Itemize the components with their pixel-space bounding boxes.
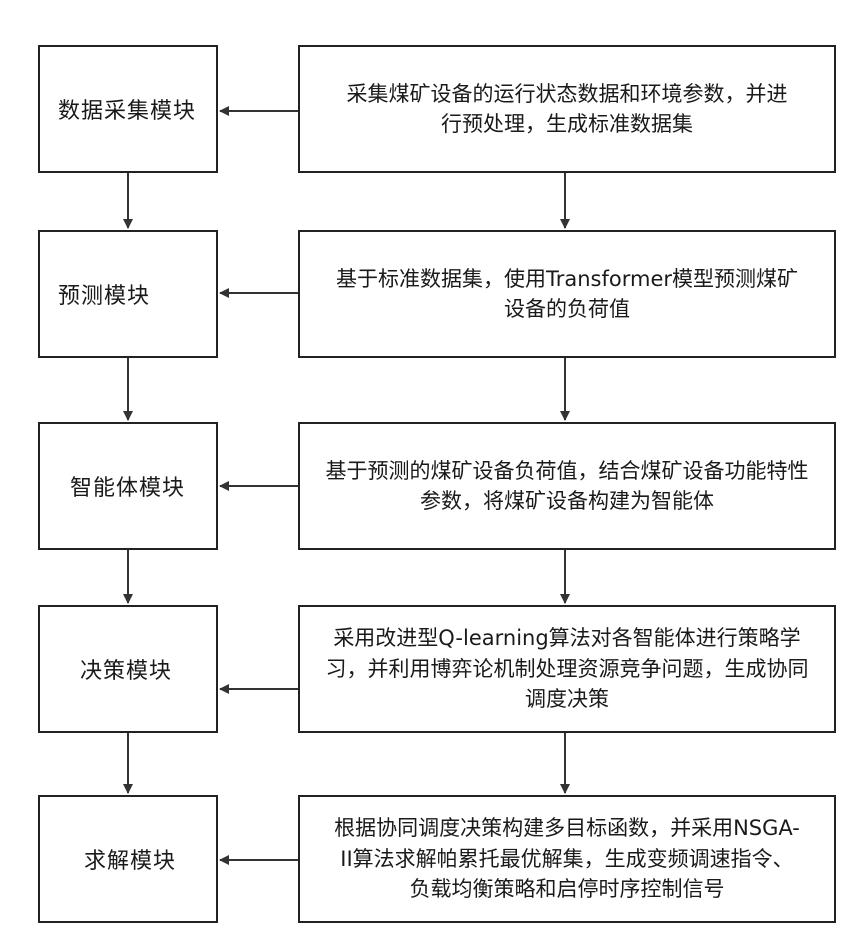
- description-text: 基于预测的煤矿设备负荷值，结合煤矿设备功能特性 参数，将煤矿设备构建为智能体: [300, 456, 834, 517]
- module-label: 求解模块: [84, 843, 176, 875]
- description-box-prediction: 基于标准数据集，使用Transformer模型预测煤矿 设备的负荷值: [298, 230, 836, 358]
- module-label: 智能体模块: [70, 470, 185, 502]
- module-box-agent: 智能体模块: [38, 422, 218, 550]
- description-box-agent: 基于预测的煤矿设备负荷值，结合煤矿设备功能特性 参数，将煤矿设备构建为智能体: [298, 422, 836, 550]
- description-box-solver: 根据协同调度决策构建多目标函数，并采用NSGA- II算法求解帕累托最优解集，生…: [298, 795, 836, 923]
- module-label: 预测模块: [58, 278, 150, 310]
- module-box-decision: 决策模块: [38, 605, 218, 733]
- description-text: 根据协同调度决策构建多目标函数，并采用NSGA- II算法求解帕累托最优解集，生…: [300, 813, 834, 904]
- description-text: 基于标准数据集，使用Transformer模型预测煤矿 设备的负荷值: [300, 264, 834, 325]
- module-label: 决策模块: [80, 653, 172, 685]
- description-text: 采集煤矿设备的运行状态数据和环境参数，并进 行预处理，生成标准数据集: [300, 79, 834, 140]
- module-box-solver: 求解模块: [38, 795, 218, 923]
- description-text: 采用改进型Q-learning算法对各智能体进行策略学 习，并利用博弈论机制处理…: [300, 623, 834, 714]
- module-box-data-collection: 数据采集模块: [38, 45, 218, 173]
- description-box-decision: 采用改进型Q-learning算法对各智能体进行策略学 习，并利用博弈论机制处理…: [298, 605, 836, 733]
- module-label: 数据采集模块: [58, 93, 196, 125]
- description-box-data-collection: 采集煤矿设备的运行状态数据和环境参数，并进 行预处理，生成标准数据集: [298, 45, 836, 173]
- module-box-prediction: 预测模块: [38, 230, 218, 358]
